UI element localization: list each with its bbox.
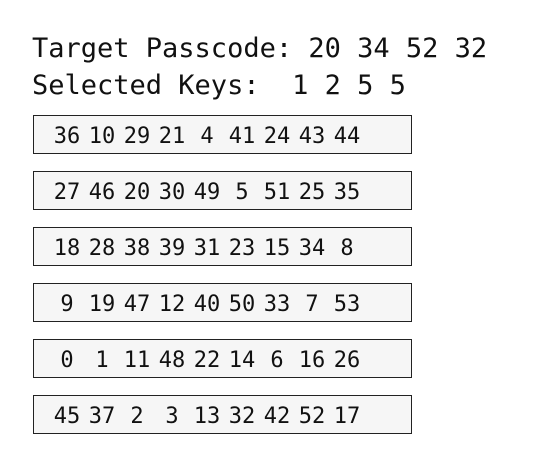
key-button[interactable]: 39 <box>158 236 186 261</box>
key-button[interactable]: 27 <box>53 180 81 205</box>
key-row-4[interactable]: 9 19 47 12 40 50 33 7 53 <box>33 283 412 322</box>
key-button[interactable]: 9 <box>60 292 74 317</box>
key-button[interactable]: 26 <box>333 348 361 373</box>
key-row-2[interactable]: 27 46 20 30 49 5 51 25 35 <box>33 171 412 210</box>
key-button[interactable]: 44 <box>333 124 361 149</box>
key-button[interactable]: 4 <box>200 124 214 149</box>
key-button[interactable]: 53 <box>333 292 361 317</box>
key-button[interactable]: 14 <box>228 348 256 373</box>
key-button[interactable]: 21 <box>158 124 186 149</box>
key-button[interactable]: 51 <box>263 180 291 205</box>
key-button[interactable]: 19 <box>88 292 116 317</box>
key-button[interactable]: 5 <box>235 180 249 205</box>
key-button[interactable]: 7 <box>305 292 319 317</box>
key-button[interactable]: 20 <box>123 180 151 205</box>
key-button[interactable]: 12 <box>158 292 186 317</box>
target-passcode-label: Target Passcode: <box>32 33 293 64</box>
key-button[interactable]: 42 <box>263 404 291 429</box>
key-button[interactable]: 45 <box>53 404 81 429</box>
key-button[interactable]: 36 <box>53 124 81 149</box>
key-button[interactable]: 29 <box>123 124 151 149</box>
key-button[interactable]: 37 <box>88 404 116 429</box>
selected-keys-line: Selected Keys: 1 2 5 5 <box>32 69 406 103</box>
key-button[interactable]: 46 <box>88 180 116 205</box>
key-button[interactable]: 16 <box>298 348 326 373</box>
key-button[interactable]: 6 <box>270 348 284 373</box>
key-button[interactable]: 24 <box>263 124 291 149</box>
key-button[interactable]: 28 <box>88 236 116 261</box>
key-button[interactable]: 15 <box>263 236 291 261</box>
key-button[interactable]: 52 <box>298 404 326 429</box>
key-button[interactable]: 49 <box>193 180 221 205</box>
key-button[interactable]: 13 <box>193 404 221 429</box>
key-row-3[interactable]: 18 28 38 39 31 23 15 34 8 <box>33 227 412 266</box>
key-button[interactable]: 43 <box>298 124 326 149</box>
key-button[interactable]: 50 <box>228 292 256 317</box>
key-button[interactable]: 17 <box>333 404 361 429</box>
key-button[interactable]: 25 <box>298 180 326 205</box>
key-button[interactable]: 1 <box>95 348 109 373</box>
selected-keys-value: 1 2 5 5 <box>292 70 406 101</box>
key-button[interactable]: 35 <box>333 180 361 205</box>
key-button[interactable]: 22 <box>193 348 221 373</box>
key-row-1[interactable]: 36 10 29 21 4 41 24 43 44 <box>33 115 412 154</box>
key-button[interactable]: 40 <box>193 292 221 317</box>
target-passcode-line: Target Passcode: 20 34 52 32 <box>32 32 487 66</box>
key-button[interactable]: 3 <box>165 404 179 429</box>
key-button[interactable]: 41 <box>228 124 256 149</box>
target-passcode-value: 20 34 52 32 <box>308 33 488 64</box>
key-button[interactable]: 38 <box>123 236 151 261</box>
key-button[interactable]: 30 <box>158 180 186 205</box>
key-button[interactable]: 23 <box>228 236 256 261</box>
key-button[interactable]: 18 <box>53 236 81 261</box>
key-button[interactable]: 8 <box>340 236 354 261</box>
key-button[interactable]: 0 <box>60 348 74 373</box>
key-button[interactable]: 33 <box>263 292 291 317</box>
key-button[interactable]: 48 <box>158 348 186 373</box>
key-button[interactable]: 47 <box>123 292 151 317</box>
key-button[interactable]: 32 <box>228 404 256 429</box>
key-button[interactable]: 11 <box>123 348 151 373</box>
key-button[interactable]: 31 <box>193 236 221 261</box>
key-button[interactable]: 34 <box>298 236 326 261</box>
key-button[interactable]: 10 <box>88 124 116 149</box>
key-button[interactable]: 2 <box>130 404 144 429</box>
selected-keys-label: Selected Keys: <box>32 70 260 101</box>
